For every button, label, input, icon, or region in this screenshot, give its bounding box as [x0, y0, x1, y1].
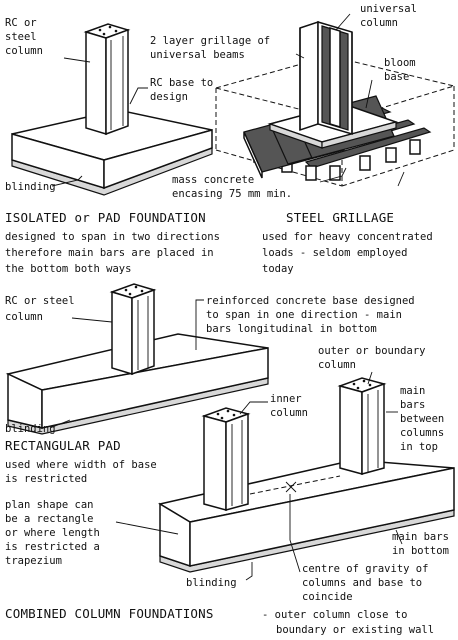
outer-column-label-1: outer or boundary: [318, 345, 425, 357]
outer-column-left-face: [339, 385, 363, 475]
plan-shape-label-2: be a rectangle: [5, 513, 94, 525]
universal-column-label-1: universal: [360, 3, 417, 15]
pad-column-label-3: column: [5, 45, 43, 57]
bar-end-dot: [226, 409, 230, 413]
main-bars-bottom-label-1: main bars: [392, 531, 449, 543]
inner-column-label-1: inner: [270, 393, 302, 405]
centre-gravity-label-2: columns and base to: [302, 577, 422, 589]
outer-column-right-face: [361, 382, 385, 475]
rect-base-label-2: to span in one direction - main: [206, 309, 402, 321]
bar-end-dot: [128, 292, 132, 296]
plan-shape-label-1: plan shape can: [5, 499, 94, 511]
main-bars-bottom-label-2: in bottom: [392, 545, 449, 557]
combined-base-side-face: [189, 467, 455, 567]
grillage-description-1: used for heavy concentrated: [262, 231, 433, 243]
grillage-description-3: today: [262, 263, 294, 275]
pad-base-label-1: RC base to: [150, 77, 213, 89]
main-bars-top-label-4: columns: [400, 427, 444, 439]
bar-end-dot: [108, 25, 112, 29]
main-bars-top-label-2: bars: [400, 399, 425, 411]
bar-end-dot: [98, 28, 102, 32]
rect-description-2: is restricted: [5, 473, 87, 485]
rect-description-1: used where width of base: [5, 459, 157, 471]
pad-column-left-face: [85, 30, 107, 136]
pad-base-label-2: design: [150, 91, 188, 103]
bar-end-dot: [352, 382, 356, 386]
bar-end-dot: [216, 412, 220, 416]
grillage-drawing: [214, 13, 456, 187]
pad-description-2: therefore main bars are placed in: [5, 247, 214, 259]
pad-description-3: the bottom both ways: [5, 263, 131, 275]
bar-end-dot: [362, 379, 366, 383]
centre-gravity-label-3: coincide: [302, 591, 353, 603]
main-bars-top-label-1: main: [400, 385, 425, 397]
grillage-beams-label-1: 2 layer grillage of: [150, 35, 270, 47]
bar-end-dot: [356, 386, 360, 390]
bloom-base-label-1: bloom: [384, 57, 416, 69]
bloom-base-label-2: base: [384, 71, 409, 83]
bar-end-dot: [140, 289, 144, 293]
rect-column-left-face: [111, 290, 133, 376]
pad-blinding-label: blinding: [5, 181, 56, 193]
main-bars-top-label-3: between: [400, 413, 444, 425]
rect-column-label-1: RC or steel: [5, 295, 75, 307]
grillage-description-2: loads - seldom employed: [262, 247, 407, 259]
main-bars-top-label-5: in top: [400, 441, 438, 453]
rect-base-side-face: [41, 347, 269, 429]
centre-gravity-label-1: centre of gravity of: [302, 563, 428, 575]
plan-shape-label-3: or where length: [5, 527, 100, 539]
rect-blinding-label: blinding: [5, 423, 56, 435]
bar-end-dot: [124, 288, 128, 292]
mass-concrete-label-1: mass concrete: [172, 174, 254, 186]
universal-column: [299, 20, 353, 136]
bar-end-dot: [232, 413, 236, 417]
rect-column-label-2: column: [5, 311, 43, 323]
combined-foundation-title: COMBINED COLUMN FOUNDATIONS: [5, 606, 214, 621]
pad-description-1: designed to span in two directions: [5, 231, 220, 243]
pad-base-right-face: [103, 129, 213, 190]
inner-column-left-face: [203, 415, 227, 511]
outer-column-label-2: column: [318, 359, 356, 371]
combined-foundation-drawing: [115, 371, 455, 581]
inner-column-right-face: [225, 412, 249, 511]
combined-title-suffix-1: - outer column close to: [262, 609, 407, 621]
rect-base-label-3: bars longitudinal in bottom: [206, 323, 377, 335]
rect-base-label-1: reinforced concrete base designed: [206, 295, 415, 307]
bar-end-dot: [114, 29, 118, 33]
mass-concrete-label-2: encasing 75 mm min.: [172, 188, 292, 200]
bar-end-dot: [220, 416, 224, 420]
pad-foundation-title: ISOLATED or PAD FOUNDATION: [5, 210, 206, 225]
bar-end-dot: [102, 32, 106, 36]
pad-foundation-drawing: [11, 23, 213, 196]
steel-grillage-title: STEEL GRILLAGE: [286, 210, 394, 225]
inner-column-label-2: column: [270, 407, 308, 419]
bar-end-dot: [134, 285, 138, 289]
plan-shape-label-5: trapezium: [5, 555, 62, 567]
combined-title-suffix-2: boundary or existing wall: [276, 624, 434, 636]
rectangular-pad-title: RECTANGULAR PAD: [5, 438, 121, 453]
pad-column-label-1: RC or: [5, 17, 37, 29]
combined-blinding-label: blinding: [186, 577, 237, 589]
plan-shape-label-4: is restricted a: [5, 541, 100, 553]
pad-column-label-2: steel: [5, 31, 37, 43]
bar-end-dot: [368, 383, 372, 387]
rectangular-pad-drawing: [5, 283, 269, 435]
grillage-beams-label-2: universal beams: [150, 49, 245, 61]
pad-column-right-face: [105, 28, 129, 136]
rect-column-right-face: [131, 288, 155, 376]
universal-column-label-2: column: [360, 17, 398, 29]
